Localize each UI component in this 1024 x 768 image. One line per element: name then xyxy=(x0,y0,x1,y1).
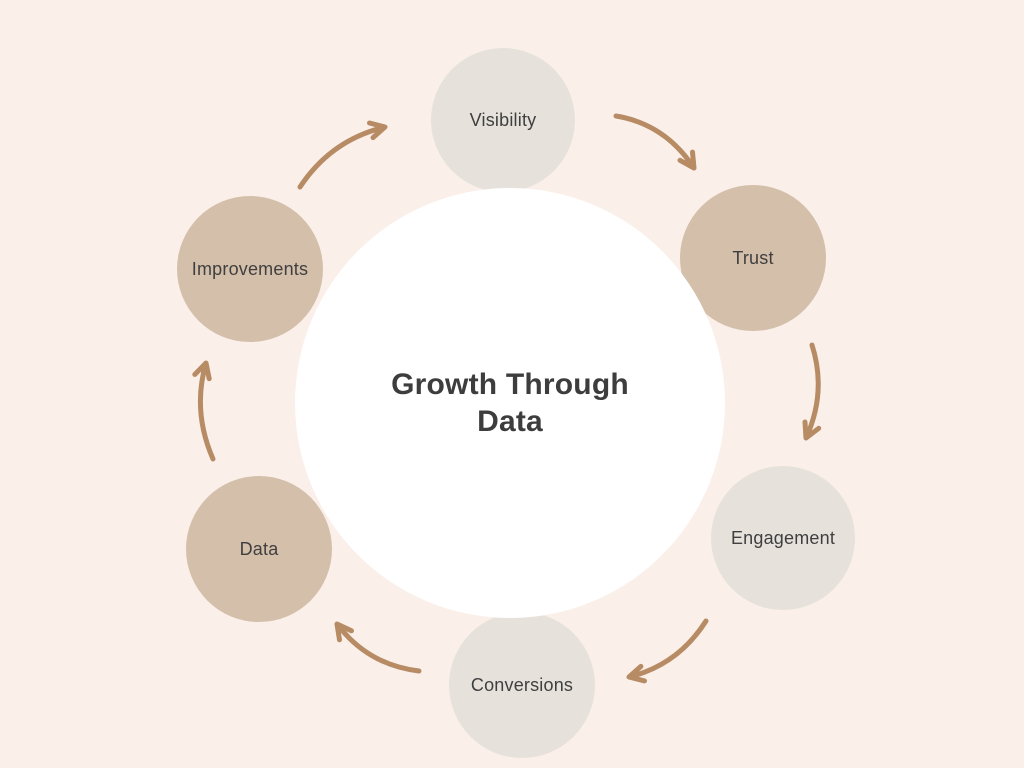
node-conversions: Conversions xyxy=(449,612,595,758)
arrow-trust-to-engagement-icon xyxy=(802,342,822,441)
diagram-title: Growth Through Data xyxy=(391,367,629,439)
node-trust-label: Trust xyxy=(732,247,774,268)
center-circle: Growth Through Data xyxy=(295,188,725,618)
arrow-improvements-to-visibility-icon xyxy=(297,120,388,190)
node-engagement: Engagement xyxy=(711,466,855,610)
arrow-visibility-to-trust-icon xyxy=(613,113,697,171)
node-engagement-label: Engagement xyxy=(730,527,836,548)
node-improvements-label: Improvements xyxy=(191,258,309,279)
node-trust: Trust xyxy=(680,185,826,331)
arrow-engagement-to-conversions-icon xyxy=(626,618,709,684)
arrow-conversions-to-data-icon xyxy=(334,621,422,674)
node-data: Data xyxy=(186,476,332,622)
arrow-data-to-improvements-icon xyxy=(192,360,216,462)
node-conversions-label: Conversions xyxy=(470,674,574,695)
node-visibility-label: Visibility xyxy=(469,109,537,130)
node-visibility: Visibility xyxy=(431,48,575,192)
node-improvements: Improvements xyxy=(177,196,323,342)
node-data-label: Data xyxy=(239,538,279,559)
